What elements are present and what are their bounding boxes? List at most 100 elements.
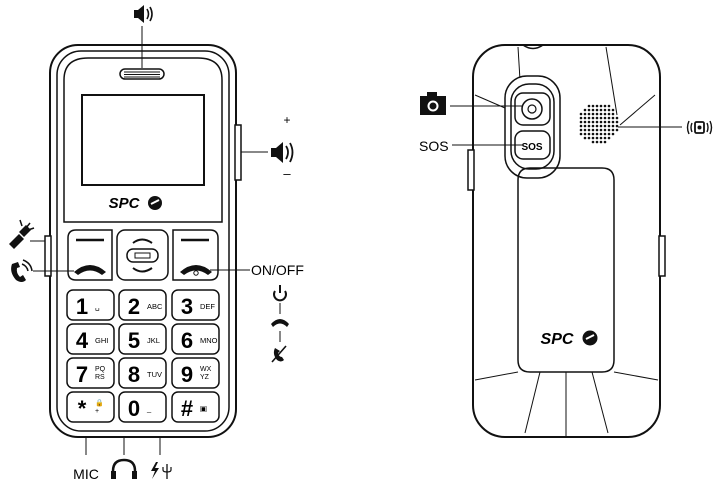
grille-hole [595,124,599,128]
keypad-key-number: 8 [128,362,140,387]
keypad-key-1[interactable]: 1␣ [66,289,115,321]
grille-hole [591,136,595,140]
grille-hole [591,140,595,144]
grille-hole [603,104,607,108]
grille-hole [599,120,603,124]
keypad-key-star[interactable]: *🔒+ [66,391,115,423]
grille-hole [591,108,595,112]
keypad-key-number: * [78,396,87,421]
grille-hole [583,112,587,116]
grille-hole [583,116,587,120]
phone-icon [11,259,33,282]
keypad-key-letters: WX [200,366,212,373]
back-side-key-left [467,149,475,191]
hangup-icon [271,319,289,327]
grille-hole [615,124,619,128]
grille-hole [587,112,591,116]
keypad-key-letters: DEF [200,302,215,311]
grille-hole [599,128,603,132]
keypad-key-letters: + [95,408,99,415]
flashlight-side-key[interactable] [44,235,52,277]
volume-plus-label: + [283,113,290,127]
keypad-key-5[interactable]: 5 JKL [118,323,167,355]
grille-hole [603,124,607,128]
keypad-key-letters: YZ [200,374,210,381]
right-end-key[interactable] [172,229,219,281]
keypad-key-number: 6 [181,328,193,353]
back-annotations: SOS [419,92,713,154]
keypad-key-number: 1 [76,294,88,319]
keypad-key-hash[interactable]: #▣ [171,391,220,423]
grille-hole [583,136,587,140]
keypad-key-letters: ␣ [95,302,100,311]
grille-hole [615,116,619,120]
grille-hole [611,128,615,132]
keypad-key-8[interactable]: 8 TUV [118,357,167,389]
keypad-key-number: 0 [128,396,140,421]
keypad-key-3[interactable]: 3 DEF [171,289,220,321]
grille-hole [579,132,583,136]
grille-hole [583,128,587,132]
speaker-icon [134,5,153,23]
grille-hole [599,108,603,112]
grille-hole [587,116,591,120]
grille-hole [591,104,595,108]
grille-hole [603,128,607,132]
grille-hole [595,136,599,140]
grille-hole [607,104,611,108]
end-handset-icon [180,265,212,275]
grille-hole [579,124,583,128]
grille-hole [603,112,607,116]
keypad-key-number: 5 [128,328,140,353]
keypad-key-letters: TUV [147,370,162,379]
grille-hole [587,128,591,132]
brand-logo-back: SPC [541,331,574,348]
grille-hole [587,136,591,140]
grille-hole [607,128,611,132]
grille-hole [591,124,595,128]
nav-up-arrow[interactable] [132,238,153,244]
grille-hole [611,124,615,128]
charge-usb-icon [151,462,172,479]
grille-hole [599,124,603,128]
keypad-key-number: 3 [181,294,193,319]
grille-hole [599,104,603,108]
volume-side-key[interactable] [234,124,242,181]
grille-hole [615,128,619,132]
keypad-key-number: 9 [181,362,193,387]
keypad-key-letters: ABC [147,302,163,311]
grille-hole [595,128,599,132]
grille-hole [611,120,615,124]
grille-hole [595,104,599,108]
keypad-key-letters: JKL [147,336,160,345]
keypad-key-letters: ▣ [200,404,207,413]
keypad-key-6[interactable]: 6 MNO [171,323,220,355]
grille-hole [603,116,607,120]
grille-hole [607,120,611,124]
grille-hole [607,112,611,116]
grille-hole [587,132,591,136]
keypad-key-letters: MNO [200,336,218,345]
grille-hole [579,128,583,132]
keypad-key-0[interactable]: 0_ [118,391,167,423]
lanyard-notch [522,44,544,50]
left-call-key[interactable] [67,229,113,281]
grille-hole [611,132,615,136]
grille-hole [607,116,611,120]
nav-down-arrow[interactable] [132,267,153,273]
grille-hole [587,108,591,112]
grille-hole [607,108,611,112]
keypad-key-letters: PQ [95,366,106,373]
grille-hole [583,108,587,112]
grille-hole [595,116,599,120]
front-annotations: + – ON/OFF [9,5,304,482]
grille-hole [583,120,587,124]
grille-hole [603,136,607,140]
navigation-key[interactable] [116,229,169,281]
